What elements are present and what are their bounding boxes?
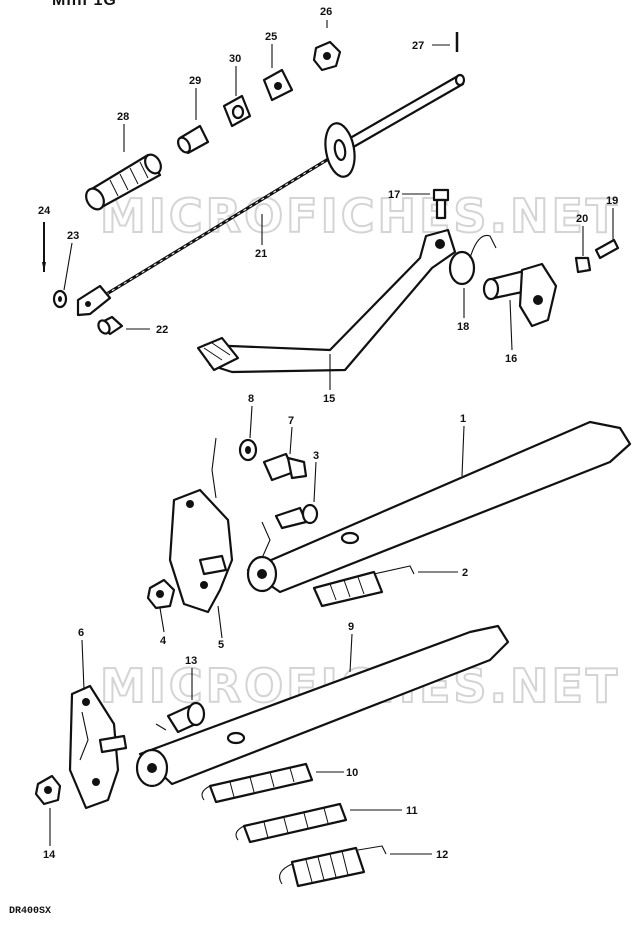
- callout-15: 15: [323, 393, 335, 405]
- callout-26: 26: [320, 6, 332, 18]
- callout-5: 5: [218, 639, 224, 651]
- callout-29: 29: [189, 75, 201, 87]
- part-28-grip: [85, 153, 162, 211]
- part-8-washer: [238, 438, 258, 462]
- cable-disc: [324, 122, 356, 178]
- callout-13: 13: [185, 655, 197, 667]
- part-22-cable-end: [76, 284, 124, 336]
- part-23-washer: [52, 289, 68, 309]
- callout-18: 18: [457, 321, 469, 333]
- callout-3: 3: [313, 450, 319, 462]
- model-code: DR400SX: [9, 906, 52, 917]
- part-24-pin: [42, 222, 46, 272]
- part-13-bolt: [166, 701, 206, 734]
- part-18-spring: [448, 234, 497, 286]
- part-3-bolt: [274, 503, 319, 530]
- part-9-center-stand: [135, 624, 510, 788]
- callout-16: 16: [505, 353, 517, 365]
- callout-1: 1: [460, 413, 466, 425]
- watermark-top: MICROFICHES.NET: [100, 189, 620, 243]
- callout-23: 23: [67, 230, 79, 242]
- callout-27: 27: [412, 40, 424, 52]
- callout-labels: 26 27 25 30 29 28 17 19 20 24 23 21 22 1…: [38, 6, 618, 861]
- callout-8: 8: [248, 393, 254, 405]
- part-5-bracket: [168, 488, 234, 614]
- part-27-shaft: [336, 73, 466, 155]
- callout-25: 25: [265, 31, 277, 43]
- callout-12: 12: [436, 849, 448, 861]
- part-7-bolt: [262, 452, 308, 482]
- part-10-spring: [201, 762, 314, 804]
- part-4-nut: [146, 578, 176, 610]
- leader-lines: [49, 20, 614, 855]
- callout-17: 17: [388, 189, 400, 201]
- part-2-spring: [312, 565, 415, 608]
- callout-11: 11: [406, 805, 418, 817]
- callout-30: 30: [229, 53, 241, 65]
- part-20-nut: [574, 256, 592, 274]
- callout-24: 24: [38, 205, 51, 217]
- part-29-roller: [177, 124, 210, 155]
- part-19-bolt: [594, 238, 620, 260]
- part-17-bolt: [432, 188, 450, 220]
- callout-19: 19: [606, 195, 618, 207]
- part-26-nut: [312, 40, 342, 72]
- part-14-nut: [34, 774, 62, 806]
- callout-28: 28: [117, 111, 129, 123]
- callout-4: 4: [160, 635, 167, 647]
- part-21-cable: [99, 156, 331, 300]
- part-15-brake-pedal: [196, 228, 457, 374]
- part-25-collar: [262, 68, 294, 102]
- part-30-bush: [222, 94, 252, 128]
- callout-2: 2: [462, 567, 468, 579]
- callout-20: 20: [576, 213, 588, 225]
- part-16-pivot: [482, 262, 558, 328]
- part-6-plate: [68, 684, 128, 810]
- callout-7: 7: [288, 415, 294, 427]
- callout-14: 14: [43, 849, 56, 861]
- callout-10: 10: [346, 767, 358, 779]
- callout-21: 21: [255, 248, 267, 260]
- logo: Mini 1G: [52, 0, 117, 9]
- callout-22: 22: [156, 324, 168, 336]
- callout-9: 9: [348, 621, 354, 633]
- part-11-spring: [235, 802, 348, 844]
- part-12-spring: [279, 845, 387, 888]
- callout-6: 6: [78, 627, 84, 639]
